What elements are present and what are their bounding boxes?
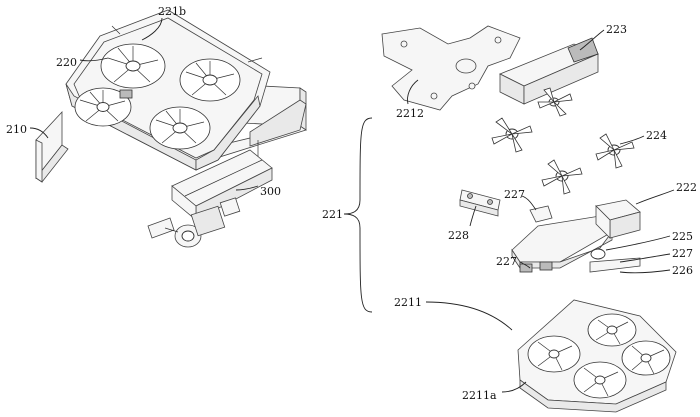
upper-shell-2212 <box>381 25 521 111</box>
fan-bottom-left <box>74 87 132 127</box>
motor-connector-300 <box>147 197 241 248</box>
label-220: 220 <box>56 56 77 69</box>
fan-top-right <box>179 58 241 102</box>
leader-220 <box>79 57 109 62</box>
center-module <box>119 89 133 99</box>
label-222: 222 <box>676 181 697 194</box>
propeller-224-right <box>595 133 635 169</box>
label-2211: 2211 <box>394 296 422 309</box>
leader-2212 <box>407 79 419 105</box>
leader-227c <box>619 253 671 263</box>
label-227-left: 227 <box>496 255 517 268</box>
label-224: 224 <box>646 129 667 142</box>
fan-bottom-right <box>149 106 211 150</box>
propeller-224-top <box>537 87 573 117</box>
label-227-upper: 227 <box>504 188 525 201</box>
lower-shell-2211 <box>517 299 677 413</box>
label-2211a: 2211a <box>462 389 497 402</box>
leader-226 <box>619 269 671 274</box>
leader-2211 <box>425 301 513 331</box>
fan-top-left <box>100 43 166 89</box>
label-221: 221 <box>322 208 343 221</box>
leader-224 <box>619 135 645 145</box>
core-assembly <box>511 199 641 273</box>
bracket-228 <box>459 189 501 217</box>
label-226: 226 <box>672 264 693 277</box>
leader-223 <box>579 29 605 51</box>
label-225: 225 <box>672 230 693 243</box>
label-221b: 221b <box>158 5 186 18</box>
leader-210 <box>29 127 49 139</box>
leader-2211a <box>501 381 527 393</box>
leader-227b <box>519 261 531 269</box>
leader-300 <box>235 185 259 191</box>
propeller-224-bottom <box>541 159 583 195</box>
label-223: 223 <box>606 23 627 36</box>
leader-228 <box>469 205 477 227</box>
propeller-224-left <box>491 117 533 153</box>
brace-221 <box>343 117 373 313</box>
exploded-view <box>343 25 677 413</box>
left-assembly <box>29 9 307 248</box>
leader-221b <box>141 17 163 41</box>
label-228: 228 <box>448 229 469 242</box>
leader-225 <box>605 235 671 251</box>
leader-227a <box>521 195 537 211</box>
label-210: 210 <box>6 123 27 136</box>
label-2212: 2212 <box>396 107 424 120</box>
battery-223 <box>499 37 600 105</box>
label-300: 300 <box>260 185 281 198</box>
label-227-right: 227 <box>672 247 693 260</box>
leader-222 <box>635 189 675 205</box>
